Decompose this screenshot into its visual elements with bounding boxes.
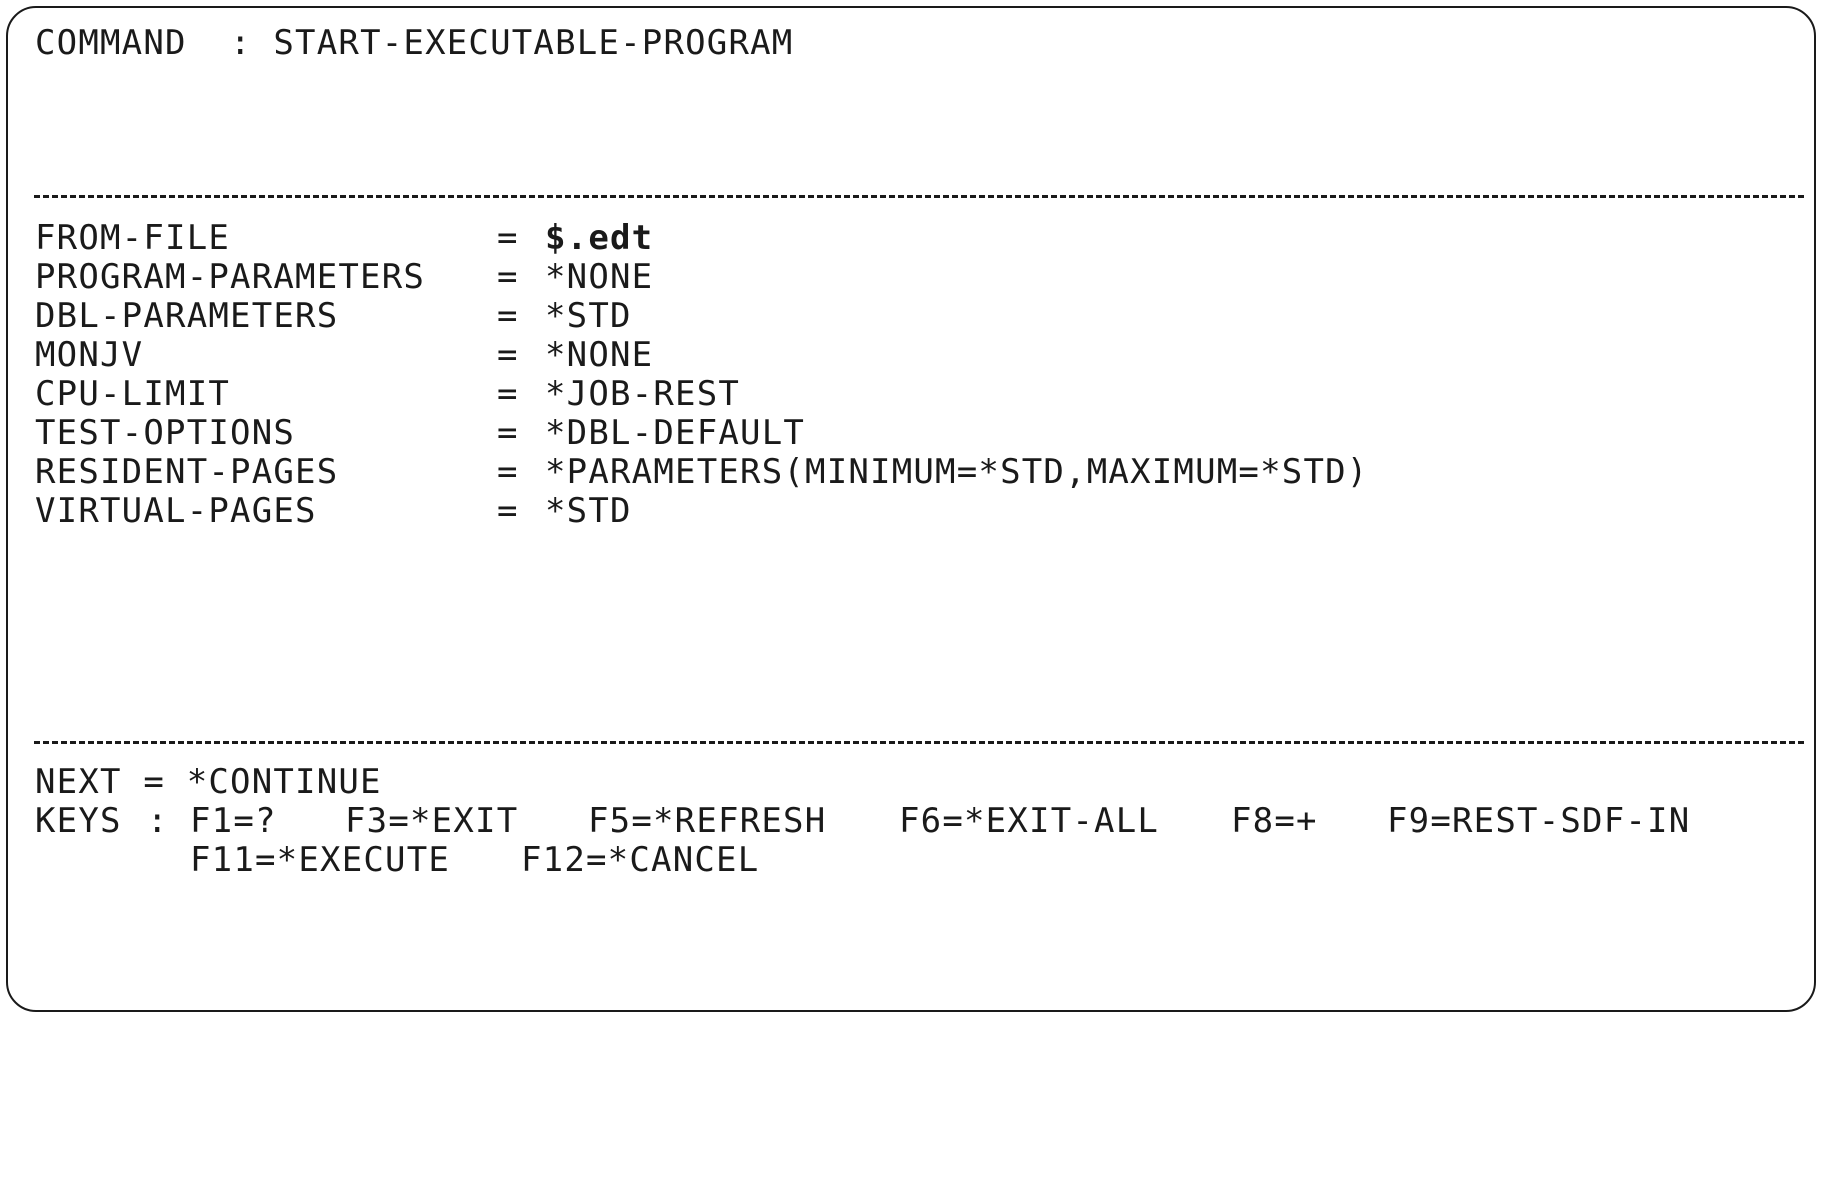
field-row-program-parameters: PROGRAM-PARAMETERS = *NONE (35, 258, 652, 296)
field-row-dbl-parameters: DBL-PARAMETERS = *STD (35, 297, 630, 335)
field-equals: = (497, 218, 519, 258)
field-row-cpu-limit: CPU-LIMIT = *JOB-REST (35, 375, 739, 413)
next-equals: = (143, 762, 166, 802)
next-line: NEXT = *CONTINUE (35, 763, 382, 801)
virtual-pages-input[interactable]: *STD (545, 491, 632, 531)
resident-pages-input[interactable]: *PARAMETERS(MINIMUM=*STD,MAXIMUM=*STD) (545, 452, 1369, 492)
f8-next-page-key[interactable]: F8=+ (1231, 801, 1318, 841)
field-equals: = (497, 296, 519, 336)
command-separator: : (230, 23, 252, 63)
field-row-resident-pages: RESIDENT-PAGES = *PARAMETERS(MINIMUM=*ST… (35, 453, 1367, 491)
field-row-from-file: FROM-FILE = $.edt (35, 219, 652, 257)
keys-line-2: F11=*EXECUTE F12=*CANCEL (35, 841, 1795, 879)
field-label-program-parameters: PROGRAM-PARAMETERS (35, 257, 426, 297)
bottom-divider (34, 741, 1804, 744)
f5-refresh-key[interactable]: F5=*REFRESH (588, 801, 827, 841)
keys-line-1: KEYS : F1=? F3=*EXIT F5=*REFRESH F6=*EXI… (35, 802, 1795, 840)
field-label-cpu-limit: CPU-LIMIT (35, 374, 231, 414)
command-label: COMMAND (35, 23, 187, 63)
field-equals: = (497, 413, 519, 453)
field-label-resident-pages: RESIDENT-PAGES (35, 452, 339, 492)
field-equals: = (497, 335, 519, 375)
field-label-from-file: FROM-FILE (35, 218, 231, 258)
field-label-dbl-parameters: DBL-PARAMETERS (35, 296, 339, 336)
top-divider (34, 195, 1804, 198)
f3-exit-key[interactable]: F3=*EXIT (345, 801, 519, 841)
keys-separator: : (147, 801, 169, 841)
f9-rest-sdf-in-key[interactable]: F9=REST-SDF-IN (1387, 801, 1691, 841)
test-options-input[interactable]: *DBL-DEFAULT (545, 413, 806, 453)
dbl-parameters-input[interactable]: *STD (545, 296, 632, 336)
keys-label: KEYS (35, 801, 122, 841)
field-row-monjv: MONJV = *NONE (35, 336, 652, 374)
f12-cancel-key[interactable]: F12=*CANCEL (521, 840, 760, 880)
field-equals: = (497, 491, 519, 531)
field-equals: = (497, 374, 519, 414)
f6-exit-all-key[interactable]: F6=*EXIT-ALL (899, 801, 1160, 841)
field-label-virtual-pages: VIRTUAL-PAGES (35, 491, 317, 531)
next-input[interactable]: *CONTINUE (186, 762, 382, 802)
from-file-input[interactable]: $.edt (545, 218, 654, 258)
command-value[interactable]: START-EXECUTABLE-PROGRAM (273, 23, 794, 63)
next-label: NEXT (35, 762, 122, 802)
command-line: COMMAND : START-EXECUTABLE-PROGRAM (35, 24, 793, 62)
field-equals: = (497, 452, 519, 492)
field-row-test-options: TEST-OPTIONS = *DBL-DEFAULT (35, 414, 804, 452)
field-row-virtual-pages: VIRTUAL-PAGES = *STD (35, 492, 630, 530)
field-label-test-options: TEST-OPTIONS (35, 413, 296, 453)
f11-execute-key[interactable]: F11=*EXECUTE (190, 840, 451, 880)
cpu-limit-input[interactable]: *JOB-REST (545, 374, 741, 414)
field-equals: = (497, 257, 519, 297)
monjv-input[interactable]: *NONE (545, 335, 654, 375)
program-parameters-input[interactable]: *NONE (545, 257, 654, 297)
f1-help-key[interactable]: F1=? (190, 801, 277, 841)
terminal-screen: COMMAND : START-EXECUTABLE-PROGRAM FROM-… (6, 6, 1816, 1012)
field-label-monjv: MONJV (35, 335, 144, 375)
